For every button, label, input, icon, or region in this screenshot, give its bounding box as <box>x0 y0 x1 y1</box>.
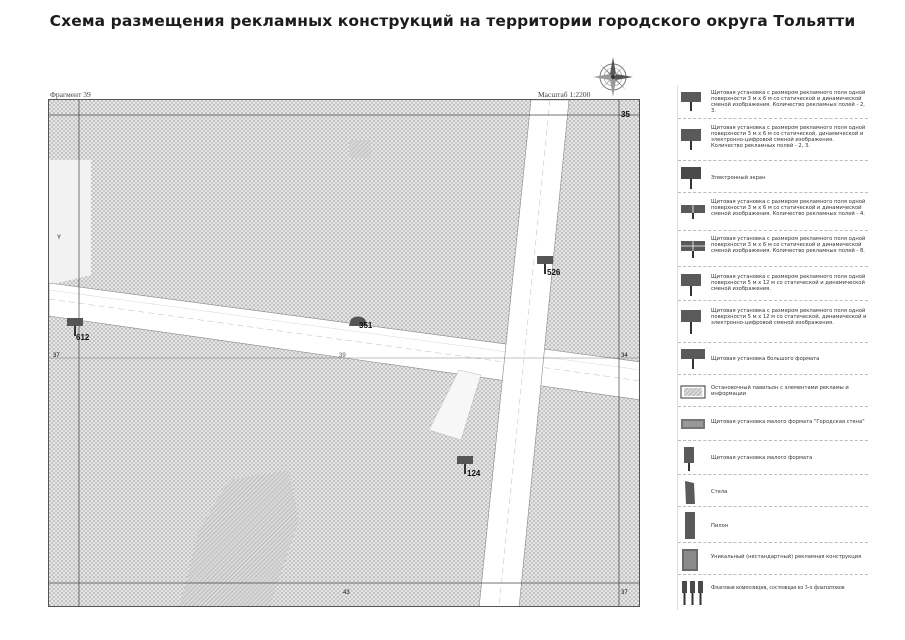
legend-text: Щитовая установка с размером рекламного … <box>711 125 866 149</box>
billboard-icon <box>67 318 83 336</box>
billboard-icon <box>537 256 553 274</box>
fragment-label: Фрагмент 39 <box>50 90 91 99</box>
billboard-5x12-digital-icon <box>681 310 701 334</box>
map-frame[interactable]: 35 37 34 43 37 Y 39 526 351 612 124 <box>48 99 640 607</box>
billboard-icon <box>457 456 473 474</box>
legend-item: Стела <box>678 477 868 507</box>
compass-rose-icon <box>593 57 633 97</box>
grid-label-left-upper: Y <box>57 235 62 241</box>
legend-item: Электронный экран <box>678 163 868 193</box>
legend-panel: Щитовая установка с размером рекламного … <box>677 85 868 610</box>
electronic-screen-icon <box>681 167 701 189</box>
legend-text: Стела <box>711 489 728 495</box>
billboard-3x6-digital-icon <box>681 129 701 150</box>
marker-number: 612 <box>76 333 90 342</box>
legend-item: Уникальный (нестандартный) рекламная кон… <box>678 545 868 575</box>
legend-item: Флаговая композиция, состоящая из 3-х фл… <box>678 577 868 609</box>
legend-text: Электронный экран <box>711 175 766 181</box>
legend-text: Щитовая установка с размером рекламного … <box>711 90 866 114</box>
legend-item: Щитовая установка с размером рекламного … <box>678 195 868 231</box>
legend-item: Пилон <box>678 509 868 543</box>
marker-number: 526 <box>547 268 561 277</box>
grid-label-left: 37 <box>53 353 60 359</box>
bus-stop-pavilion-icon <box>680 385 706 399</box>
ad-structure-marker-612[interactable]: 612 <box>67 318 89 342</box>
legend-text: Щитовая установка малого формата <box>711 455 813 461</box>
grid-label-top-right: 35 <box>621 110 630 119</box>
small-billboard-icon <box>684 447 694 471</box>
citywall-icon <box>681 419 705 429</box>
grid-label-right: 34 <box>621 353 628 359</box>
legend-text: Уникальный (нестандартный) рекламная кон… <box>711 554 862 560</box>
map-title: Схема размещения рекламных конструкций н… <box>49 12 856 30</box>
legend-item: Щитовая установка большого формата <box>678 345 868 375</box>
street-label: 39 <box>339 353 346 359</box>
grid-label-bottom: 43 <box>343 590 350 596</box>
legend-item: Щитовая установка с размером рекламного … <box>678 233 868 267</box>
legend-item: Щитовая установка с размером рекламного … <box>678 85 868 119</box>
marker-number: 124 <box>467 469 481 478</box>
legend-text: Щитовая установка с размером рекламного … <box>711 308 867 326</box>
legend-item: Щитовая установка малого формата "Городс… <box>678 409 868 441</box>
legend-text: Остановочный павильон с элементами рекла… <box>711 385 849 397</box>
marker-number: 351 <box>359 321 373 330</box>
legend-text: Флаговая композиция, состоящая из 3-х фл… <box>711 585 845 591</box>
billboard-large-icon <box>349 316 367 326</box>
flag-composition-icon <box>682 581 703 605</box>
ad-structure-marker-351[interactable]: 351 <box>347 313 373 332</box>
legend-text: Щитовая установка с размером рекламного … <box>711 236 866 254</box>
ad-structure-marker-124[interactable]: 124 <box>457 456 480 478</box>
legend-item: Щитовая установка с размером рекламного … <box>678 269 868 301</box>
legend-item: Щитовая установка с размером рекламного … <box>678 121 868 161</box>
legend-item: Щитовая установка малого формата <box>678 443 868 475</box>
billboard-3x6-eight-fields-icon <box>681 241 705 258</box>
stele-icon <box>685 481 695 504</box>
legend-text: Пилон <box>711 523 729 529</box>
legend-text: Щитовая установка большого формата <box>711 356 820 362</box>
grid-label-bottom-right: 37 <box>621 590 628 596</box>
legend-text: Щитовая установка малого формата "Городс… <box>711 419 865 425</box>
map-canvas <box>49 100 639 606</box>
pylon-icon <box>685 512 695 539</box>
ad-structure-marker-526[interactable]: 526 <box>537 256 560 278</box>
scale-label: Масштаб 1:2200 <box>538 90 591 99</box>
legend-text: Щитовая установка с размером рекламного … <box>711 199 866 217</box>
legend-text: Щитовая установка с размером рекламного … <box>711 274 866 292</box>
billboard-3x6-four-fields-icon <box>681 205 705 219</box>
legend-item: Остановочный павильон с элементами рекла… <box>678 377 868 407</box>
billboard-5x12-static-icon <box>681 274 701 296</box>
billboard-3x6-static-icon <box>681 92 701 111</box>
unique-structure-icon <box>682 549 698 571</box>
legend-item: Щитовая установка с размером рекламного … <box>678 303 868 343</box>
large-format-billboard-icon <box>681 349 705 369</box>
